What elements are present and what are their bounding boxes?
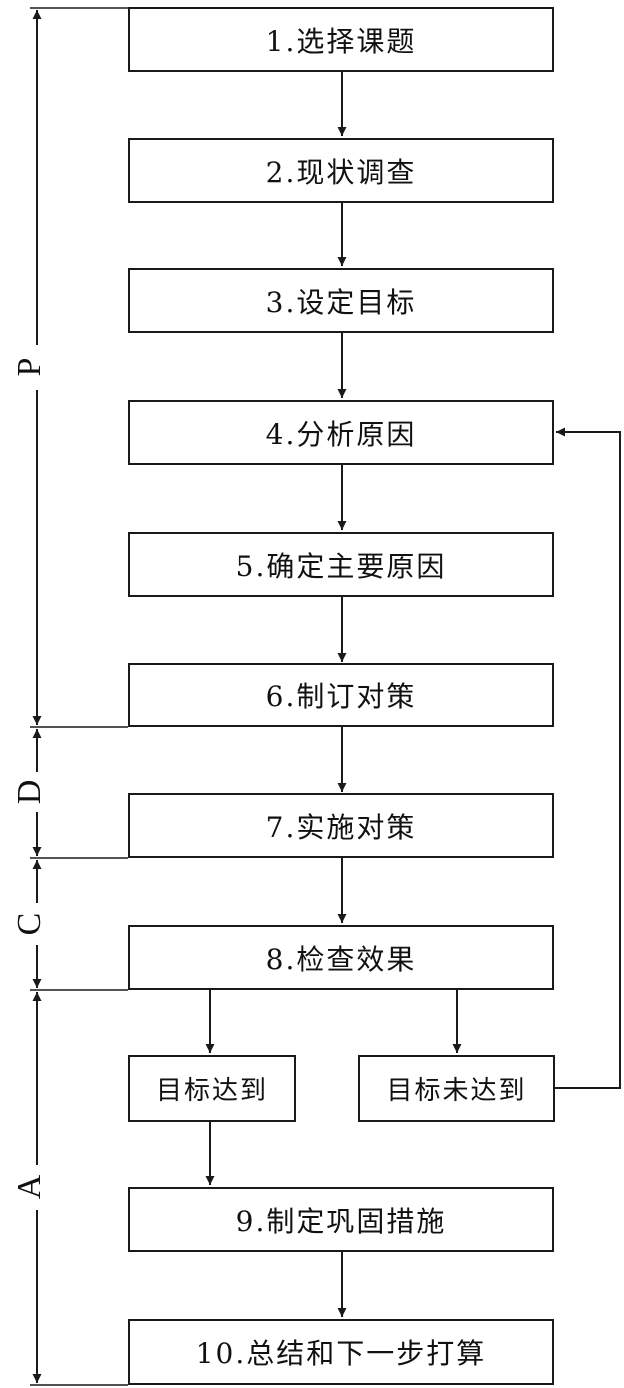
step-3-label: 3.设定目标 bbox=[265, 285, 417, 319]
feedback-loop-arrow bbox=[555, 427, 621, 1089]
step-7-label: 7.实施对策 bbox=[265, 810, 417, 844]
step-2-box: 2.现状调查 bbox=[128, 138, 554, 203]
step-10-label: 10.总结和下一步打算 bbox=[195, 1337, 487, 1370]
step-7-box: 7.实施对策 bbox=[128, 793, 554, 858]
step-1-box: 1.选择课题 bbox=[128, 7, 554, 72]
step-9-label: 9.制定巩固措施 bbox=[235, 1204, 447, 1238]
phase-p-label: P bbox=[11, 357, 48, 377]
step-8-label: 8.检查效果 bbox=[265, 942, 417, 976]
step-4-box: 4.分析原因 bbox=[128, 400, 554, 465]
step-8-box: 8.检查效果 bbox=[128, 925, 554, 990]
step-2-label: 2.现状调查 bbox=[265, 155, 417, 189]
step-10-box: 10.总结和下一步打算 bbox=[128, 1319, 554, 1385]
branch-achieved-label: 目标达到 bbox=[155, 1076, 268, 1106]
step-6-label: 6.制订对策 bbox=[265, 680, 417, 713]
step-9-box: 9.制定巩固措施 bbox=[128, 1187, 554, 1252]
step-6-box: 6.制订对策 bbox=[128, 663, 554, 727]
step-4-label: 4.分析原因 bbox=[265, 417, 417, 451]
phase-d-label: D bbox=[11, 779, 48, 805]
phase-a-label: A bbox=[11, 1174, 48, 1200]
step-5-box: 5.确定主要原因 bbox=[128, 532, 554, 597]
branch-achieved-box: 目标达到 bbox=[128, 1055, 296, 1122]
phase-c-label: C bbox=[11, 912, 48, 936]
step-5-label: 5.确定主要原因 bbox=[235, 549, 447, 583]
branch-not-achieved-box: 目标未达到 bbox=[358, 1055, 555, 1122]
step-1-label: 1.选择课题 bbox=[265, 24, 417, 58]
branch-not-achieved-label: 目标未达到 bbox=[386, 1076, 527, 1106]
step-3-box: 3.设定目标 bbox=[128, 268, 554, 333]
